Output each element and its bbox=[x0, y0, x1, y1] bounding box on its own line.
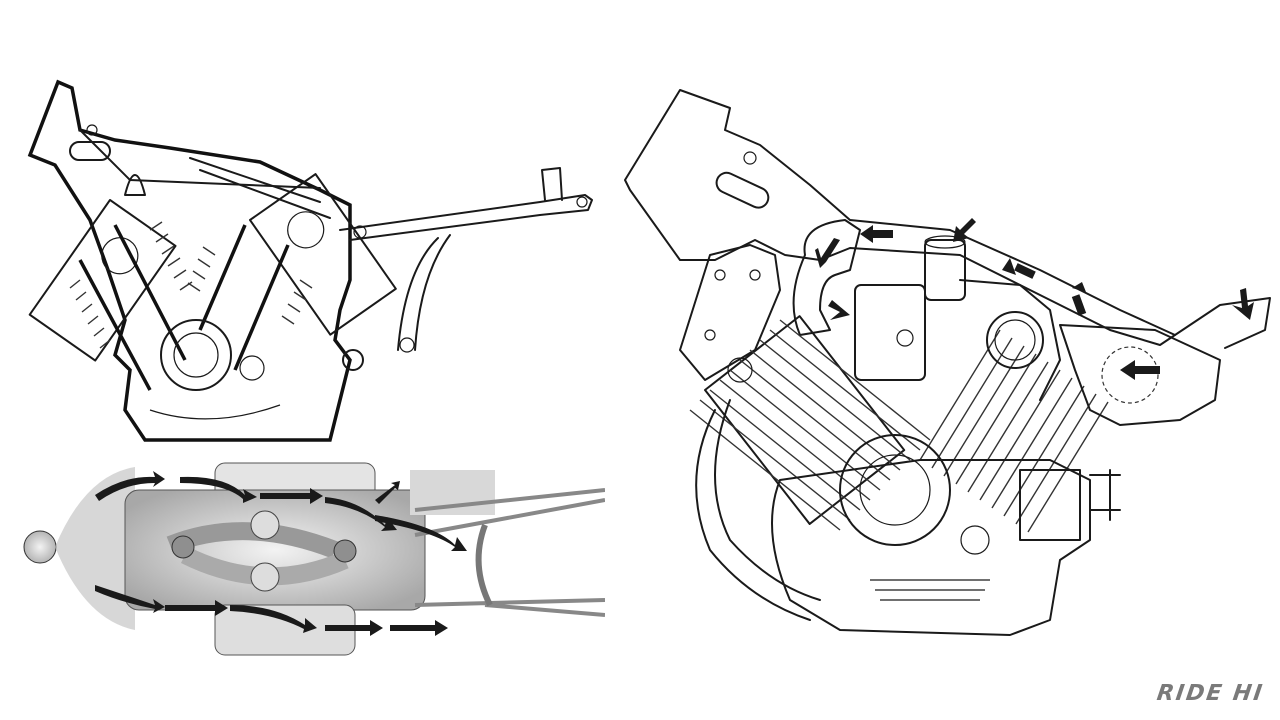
ride-hi-watermark: RIDE HI bbox=[1155, 681, 1266, 706]
frame-side-diagram bbox=[20, 70, 610, 450]
engine-side-view-diagram bbox=[620, 80, 1280, 660]
engine-top-view-diagram bbox=[15, 455, 605, 665]
